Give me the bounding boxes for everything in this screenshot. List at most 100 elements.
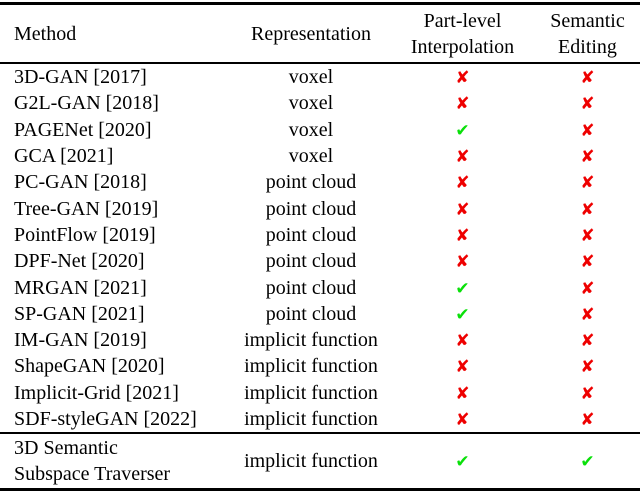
cross-icon: ✘ xyxy=(580,94,595,115)
table-row: SP-GAN [2021] point cloud ✔ ✘ xyxy=(0,301,640,327)
semantic-editing-cell: ✘ xyxy=(535,65,640,89)
cross-icon: ✘ xyxy=(455,331,470,352)
part-level-cell: ✔ xyxy=(390,449,535,473)
method-cell: G2L-GAN [2018] xyxy=(14,92,159,115)
representation-cell: point cloud xyxy=(265,276,357,299)
representation-cell: point cloud xyxy=(265,223,357,246)
header-semantic-line2: Editing xyxy=(558,35,617,58)
representation-cell: voxel xyxy=(288,66,334,89)
cross-icon: ✘ xyxy=(455,94,470,115)
table-row: Implicit-Grid [2021]implicit function✘✘ xyxy=(0,380,640,406)
representation-cell: point cloud xyxy=(265,171,357,194)
header-part-level-line1: Part-level xyxy=(423,9,502,32)
semantic-editing-cell: ✘ xyxy=(535,381,640,405)
part-level-cell: ✘ xyxy=(390,91,535,115)
semantic-editing-cell: ✘ xyxy=(535,144,640,168)
cross-icon: ✘ xyxy=(580,252,595,273)
cross-icon: ✘ xyxy=(580,147,595,168)
representation-cell: voxel xyxy=(288,145,334,168)
table-row: PC-GAN [2018] point cloud ✘ ✘ xyxy=(0,169,640,195)
method-cell: PAGENet [2020] xyxy=(14,118,152,141)
part-level-cell: ✘ xyxy=(390,407,535,431)
method-name-line2: Subspace Traverser xyxy=(14,463,171,486)
method-cell: MRGAN [2021] xyxy=(14,276,147,299)
table-row: SDF-styleGAN [2022] implicit function ✘ ✘ xyxy=(0,406,640,432)
method-cell: PointFlow [2019] xyxy=(14,223,156,246)
cross-icon: ✘ xyxy=(455,252,470,273)
table-row: GCA [2021]voxel✘✘ xyxy=(0,143,640,169)
cross-icon: ✘ xyxy=(580,383,595,404)
part-level-cell: ✔ xyxy=(390,302,535,326)
representation-cell: implicit function xyxy=(244,408,378,430)
check-icon: ✔ xyxy=(580,452,595,473)
check-icon: ✔ xyxy=(455,120,470,141)
part-level-cell: ✔ xyxy=(390,276,535,300)
cross-icon: ✘ xyxy=(580,225,595,246)
cross-icon: ✘ xyxy=(455,173,470,194)
method-cell: SDF-styleGAN [2022] xyxy=(14,408,197,430)
table-row: IM-GAN [2019]implicit function✘✘ xyxy=(0,327,640,353)
header-representation: Representation xyxy=(251,22,371,45)
table-row: ShapeGAN [2020] implicit function ✘ ✘ xyxy=(0,353,640,379)
method-cell: GCA [2021] xyxy=(14,145,114,168)
cross-icon: ✘ xyxy=(455,199,470,220)
cross-icon: ✘ xyxy=(455,68,470,89)
representation-cell: implicit function xyxy=(244,355,378,378)
semantic-editing-cell: ✘ xyxy=(535,118,640,142)
method-cell: Tree-GAN [2019] xyxy=(14,197,159,220)
table-row: MRGAN [2021] point cloud ✔ ✘ xyxy=(0,274,640,300)
part-level-cell: ✘ xyxy=(390,354,535,378)
part-level-cell: ✘ xyxy=(390,328,535,352)
representation-cell: voxel xyxy=(288,92,334,115)
check-icon: ✔ xyxy=(455,278,470,299)
header-semantic-line1: Semantic xyxy=(550,9,625,32)
cross-icon: ✘ xyxy=(580,331,595,352)
cross-icon: ✘ xyxy=(580,410,595,430)
representation-cell: implicit function xyxy=(244,329,378,352)
method-cell: PC-GAN [2018] xyxy=(14,171,147,194)
method-cell: Implicit-Grid [2021] xyxy=(14,381,179,404)
table-header: Method Representation Part-level Interpo… xyxy=(0,5,640,64)
semantic-editing-cell: ✘ xyxy=(535,197,640,221)
part-level-cell: ✘ xyxy=(390,223,535,247)
cross-icon: ✘ xyxy=(455,357,470,378)
table-row-proposed-method: 3D Semantic Subspace Traverser implicit … xyxy=(0,432,640,488)
representation-cell: implicit function xyxy=(244,450,378,473)
representation-cell: point cloud xyxy=(265,197,357,220)
cross-icon: ✘ xyxy=(580,68,595,89)
representation-cell: point cloud xyxy=(265,250,357,273)
semantic-editing-cell: ✘ xyxy=(535,354,640,378)
cross-icon: ✘ xyxy=(580,120,595,141)
cross-icon: ✘ xyxy=(580,173,595,194)
part-level-cell: ✔ xyxy=(390,118,535,142)
part-level-cell: ✘ xyxy=(390,170,535,194)
check-icon: ✔ xyxy=(455,304,470,325)
header-part-level-line2: Interpolation xyxy=(410,35,515,58)
representation-cell: implicit function xyxy=(244,381,378,404)
method-cell: ShapeGAN [2020] xyxy=(14,355,165,378)
semantic-editing-cell: ✔ xyxy=(535,449,640,473)
header-method: Method xyxy=(14,22,77,45)
method-cell: 3D-GAN [2017] xyxy=(14,66,147,89)
representation-cell: voxel xyxy=(288,118,334,141)
header-part-level-interpolation: Part-level Interpolation xyxy=(390,8,535,60)
semantic-editing-cell: ✘ xyxy=(535,407,640,431)
method-cell: DPF-Net [2020] xyxy=(14,250,145,273)
part-level-cell: ✘ xyxy=(390,197,535,221)
cross-icon: ✘ xyxy=(580,199,595,220)
table-row: G2L-GAN [2018] voxel ✘ ✘ xyxy=(0,90,640,116)
part-level-cell: ✘ xyxy=(390,65,535,89)
method-cell: SP-GAN [2021] xyxy=(14,302,145,325)
table-body: 3D-GAN [2017]voxel✘✘G2L-GAN [2018]voxel✘… xyxy=(0,64,640,432)
semantic-editing-cell: ✘ xyxy=(535,249,640,273)
table-row: PointFlow [2019] point cloud ✘ ✘ xyxy=(0,222,640,248)
semantic-editing-cell: ✘ xyxy=(535,328,640,352)
table-row: 3D-GAN [2017] voxel ✘ ✘ xyxy=(0,64,640,90)
semantic-editing-cell: ✘ xyxy=(535,302,640,326)
representation-cell: point cloud xyxy=(265,302,357,325)
cross-icon: ✘ xyxy=(580,278,595,299)
cross-icon: ✘ xyxy=(580,304,595,325)
method-name-line1: 3D Semantic xyxy=(14,437,118,460)
cross-icon: ✘ xyxy=(455,225,470,246)
semantic-editing-cell: ✘ xyxy=(535,223,640,247)
